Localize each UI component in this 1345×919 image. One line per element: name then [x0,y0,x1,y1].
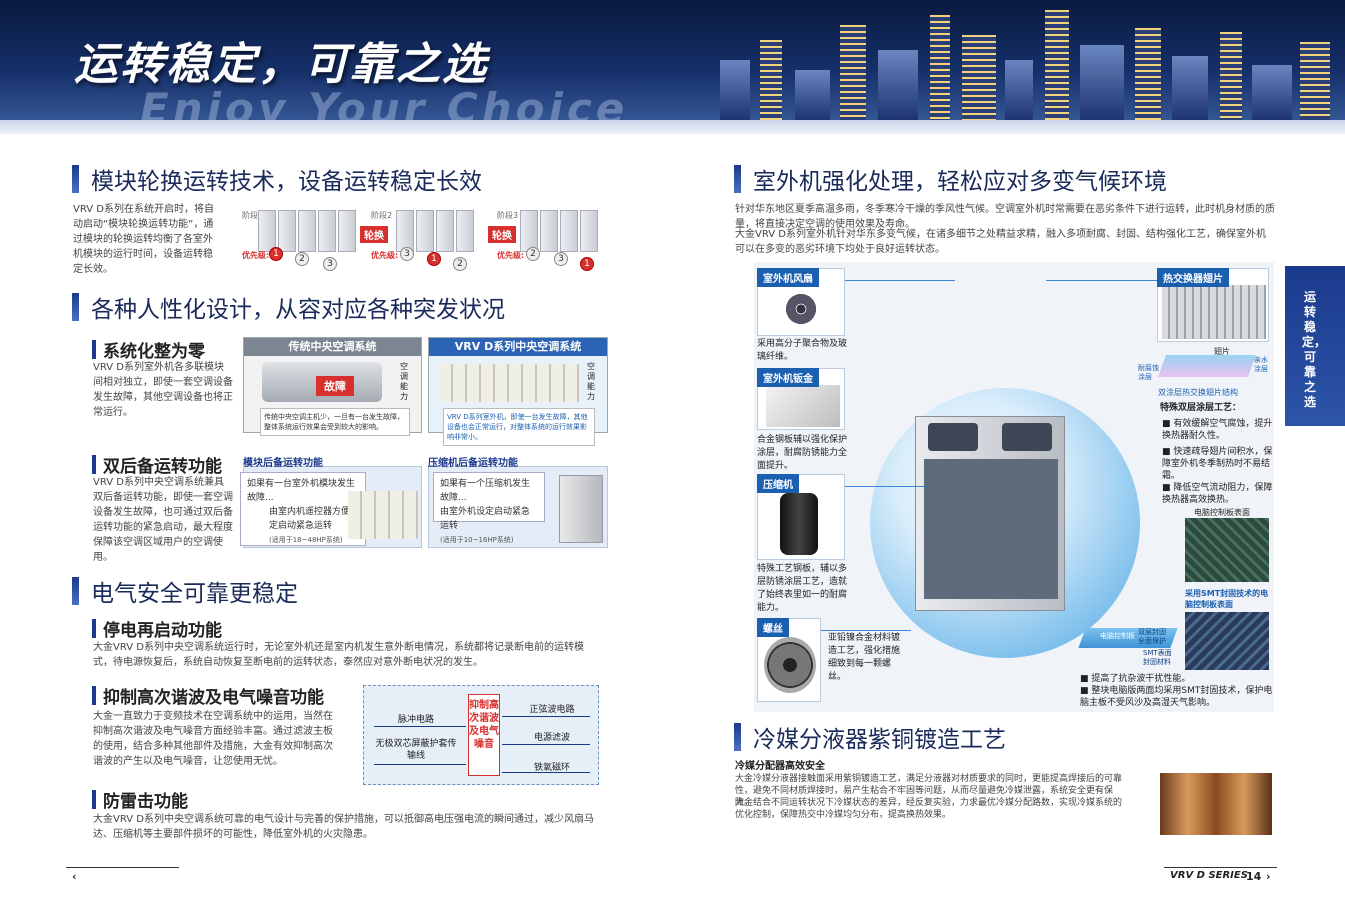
city-skyline [700,0,1345,120]
next-page-icon[interactable]: › [1266,870,1271,883]
page-number-right: 14 [1246,870,1262,883]
chapter-tab-label: 运转稳定，可靠之选 [1302,290,1327,409]
outdoor-unit-cutaway [915,416,1065,611]
brand-logo-right: VRV D SERIES [1170,870,1248,881]
smt-pcb-image [1185,612,1269,670]
vrv-system-box: VRV D系列中央空调系统 空调能力 VRV D系列室外机，即使一台发生故障，其… [428,337,608,446]
subheading-modular: 系统化整为零 [92,337,205,362]
prev-page-icon[interactable]: ‹ [72,870,77,883]
compressor-image-card [757,474,845,560]
copper-text-2: 大金结合不同运转状况下冷媒状态的差异，经反复实验，力求最优冷媒分配路数，实现冷媒… [735,798,1123,820]
restart-text: 大金VRV D系列中央空调系统运行时，无论室外机还是室内机发生意外断电情况，系统… [93,642,584,668]
section-heading-copper: 冷媒分液器紫铜镀造工艺 [734,720,1006,754]
harmonic-center-box: 抑制高次谐波及电气噪音 [468,694,500,776]
section-heading-humanized: 各种人性化设计，从容对应各种突发状况 [72,290,505,324]
swap-arrow-2: 轮换 [488,226,516,243]
module-units-image [348,491,418,539]
lightning-text: 大金VRV D系列中央空调系统可靠的电气设计与完善的保护措施，可以抵御高电压强电… [93,814,594,840]
copper-text-1: 大金冷媒分液器接触面采用紫铜镀造工艺，满足分液器对材质要求的同时，更能提高焊接后… [735,774,1123,808]
harmonic-text: 大金一直致力于变频技术在空调系统中的运用，当然在抑制高次谐波及电气噪音方面经验丰… [93,711,333,767]
harmonic-diagram: 脉冲电路 无极双芯屏蔽护套传输线 抑制高次谐波及电气噪音 正弦波电路 电源滤波 … [363,685,599,785]
section-heading-electrical: 电气安全可靠更稳定 [72,574,298,608]
pcb-image [1185,518,1269,582]
vrv-units-image [439,364,579,402]
compressor-unit-image [559,475,603,543]
outdoor-text-1: 针对华东地区夏季高温多雨，冬季寒冷干燥的季风性气候。空调室外机时常需要在恶劣条件… [735,204,1275,230]
header-banner: Enjoy Your Choice 运转稳定，可靠之选 [0,0,1345,130]
copper-distributor-image [1160,773,1272,835]
module-backup-box: 如果有一台室外机模块发生故障... 由室内机遥控器方便设定启动紧急运转 (适用于… [240,466,422,548]
screw-icon [764,637,816,693]
modular-text: VRV D系列室外机各多联模块间相对独立，即使一套空调设备发生故障，其他空调设备… [93,362,233,418]
section-heading-outdoor: 室外机强化处理，轻松应对多变气候环境 [734,162,1167,196]
subheading-restart: 停电再启动功能 [92,616,222,641]
subheading-lightning: 防雷击功能 [92,787,188,812]
swap-arrow: 轮换 [360,226,388,243]
section-heading-rotation: 模块轮换运转技术，设备运转稳定长效 [72,162,482,196]
subheading-harmonic: 抑制高次谐波及电气噪音功能 [92,683,324,708]
backup-text: VRV D系列中央空调系统兼具双后备运转功能，即使一套空调设备发生故障，也可通过… [93,477,233,563]
fault-badge: 故障 [316,376,354,396]
compressor-backup-box: 如果有一个压缩机发生故障... 由室外机设定启动紧急运转 (适用于10~16HP… [428,466,608,548]
subheading-backup: 双后备运转功能 [92,452,222,477]
rotation-text: VRV D系列在系统开启时，将自动启动“模块轮换运转功能”，通过模块的轮换运转均… [73,204,214,275]
traditional-system-box: 传统中央空调系统 故障 空调能力 传统中央空调主机少，一旦有一台发生故障，整体系… [243,337,422,436]
chapter-tab [1285,266,1345,426]
banner-title: 运转稳定，可靠之选 [74,39,488,90]
fan-icon [772,285,830,333]
copper-subtitle: 冷媒分配器高效安全 [735,761,825,772]
outdoor-text-2: 大金VRV D系列室外机针对华东多变气候，在诸多细节之处精益求精，融入多项耐腐、… [735,229,1266,255]
banner-divider [0,120,1345,134]
